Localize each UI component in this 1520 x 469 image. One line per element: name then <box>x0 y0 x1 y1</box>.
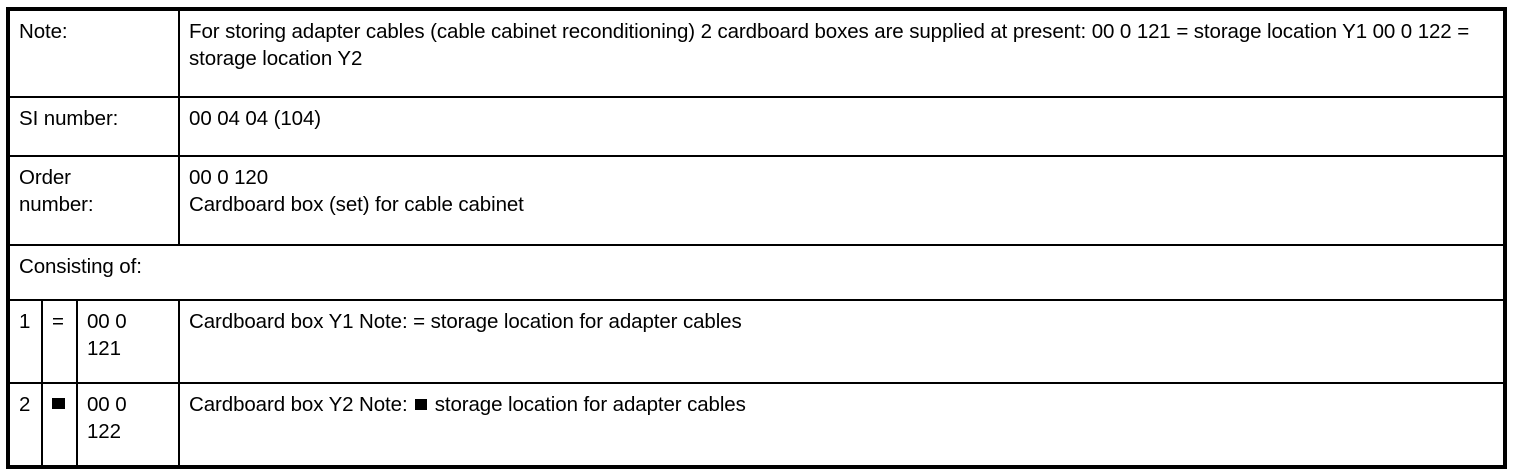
filled-square-icon <box>415 399 428 410</box>
item-description: Cardboard box Y1 Note: = storage locatio… <box>178 299 1506 384</box>
note-text: For storing adapter cables (cable cabine… <box>178 8 1506 98</box>
item-part-number-line2: 121 <box>87 337 121 361</box>
filled-square-icon <box>52 398 65 409</box>
item-part-number: 00 0 121 <box>75 299 181 384</box>
table-row: 1 = 00 0 121 Cardboard box Y1 Note: = st… <box>7 299 1506 384</box>
item-symbol: = <box>41 299 78 384</box>
item-part-number-line2: 122 <box>87 420 121 444</box>
si-number-label: SI number: <box>6 96 181 157</box>
item-part-number-line1: 00 0 <box>87 393 127 416</box>
order-number-value: 00 0 120 Cardboard box (set) for cable c… <box>178 155 1506 246</box>
document-page: Note: For storing adapter cables (cable … <box>6 7 1507 469</box>
item-description-prefix: Cardboard box Y1 Note: <box>189 310 414 333</box>
item-description-prefix: Cardboard box Y2 Note: <box>189 393 414 416</box>
si-number-value: 00 04 04 (104) <box>178 96 1506 157</box>
equals-icon: = <box>413 310 426 333</box>
table-row-note: Note: For storing adapter cables (cable … <box>6 8 1506 98</box>
item-description-suffix: storage location for adapter cables <box>429 393 746 416</box>
order-number-value-line2: Cardboard box (set) for cable cabinet <box>189 193 524 217</box>
item-description-suffix: storage location for adapter cables <box>425 310 742 333</box>
item-part-number-line1: 00 0 <box>87 310 127 333</box>
item-index: 1 <box>7 299 43 384</box>
table-row-order-number: Order number: 00 0 120 Cardboard box (se… <box>6 155 1506 246</box>
order-number-value-line1: 00 0 120 <box>189 166 269 189</box>
order-number-label-line1: Order <box>19 166 71 189</box>
order-number-label-line2: number: <box>19 193 94 217</box>
note-label: Note: <box>6 8 181 98</box>
table-row-si-number: SI number: 00 04 04 (104) <box>6 96 1506 157</box>
item-description: Cardboard box Y2 Note: storage location … <box>178 382 1506 468</box>
equals-icon: = <box>52 310 64 333</box>
specification-table: Note: For storing adapter cables (cable … <box>6 7 1507 469</box>
table-row: 2 00 0 122 Cardboard box Y2 Note: storag… <box>7 382 1506 468</box>
consisting-of-label: Consisting of: <box>7 244 1506 301</box>
order-number-label: Order number: <box>6 155 181 246</box>
table-row-consisting-of: Consisting of: <box>7 244 1506 301</box>
item-symbol <box>41 382 78 468</box>
item-index: 2 <box>7 382 43 468</box>
item-part-number: 00 0 122 <box>75 382 181 468</box>
